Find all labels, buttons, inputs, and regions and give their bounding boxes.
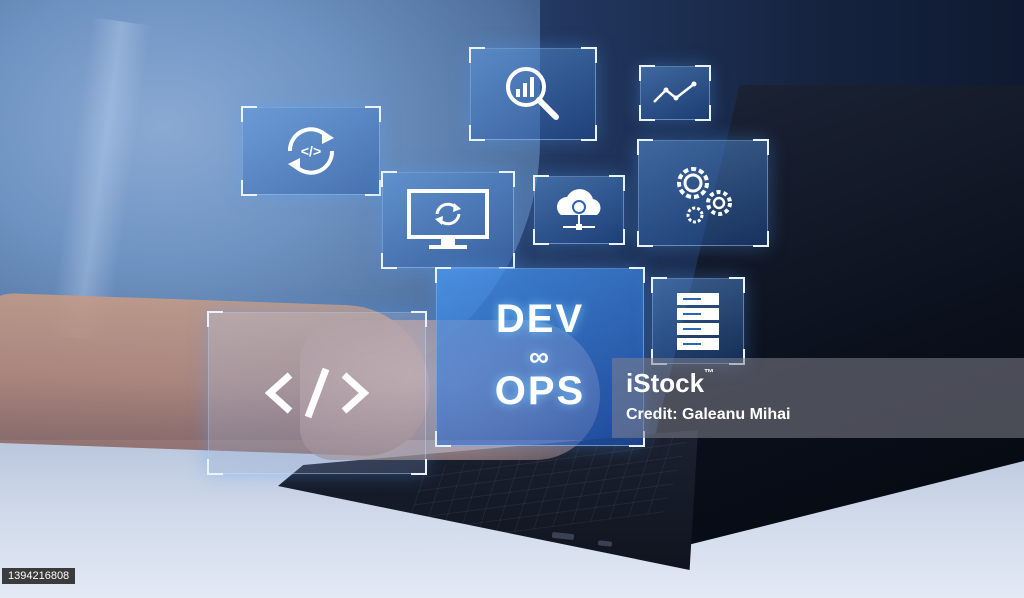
analytics-search-panel [469, 47, 597, 141]
devops-infinity-symbol: ∞ [529, 341, 551, 372]
istock-logo: iStock™ [626, 368, 714, 399]
code-sync-panel: </> [241, 106, 381, 196]
photo-credit: Credit: Galeanu Mihai [626, 406, 791, 423]
settings-gears-panel [637, 139, 769, 247]
code-brackets-icon [264, 367, 370, 419]
devops-panel: DEV ∞ OPS [435, 267, 645, 447]
code-panel [207, 311, 427, 475]
server-rack-icon [677, 293, 719, 350]
server-panel [651, 277, 745, 365]
line-chart-panel [639, 65, 711, 121]
code-sync-icon: </> [287, 127, 335, 175]
cloud-network-icon [557, 189, 601, 230]
image-id-label: 1394216808 [2, 568, 76, 584]
istock-brand-text: iStock [626, 368, 705, 398]
svg-text:</>: </> [301, 143, 321, 159]
devops-ops-text: OPS [494, 369, 586, 413]
cloud-network-panel [533, 175, 625, 245]
line-chart-icon [653, 81, 697, 103]
trademark-symbol: ™ [704, 368, 715, 379]
gears-icon [677, 167, 732, 224]
monitor-sync-panel [381, 171, 515, 269]
istock-watermark: iStock™ Credit: Galeanu Mihai [612, 358, 1024, 438]
monitor-sync-icon [407, 189, 489, 249]
search-chart-icon [506, 67, 559, 120]
devops-dev-text: DEV [495, 297, 585, 341]
